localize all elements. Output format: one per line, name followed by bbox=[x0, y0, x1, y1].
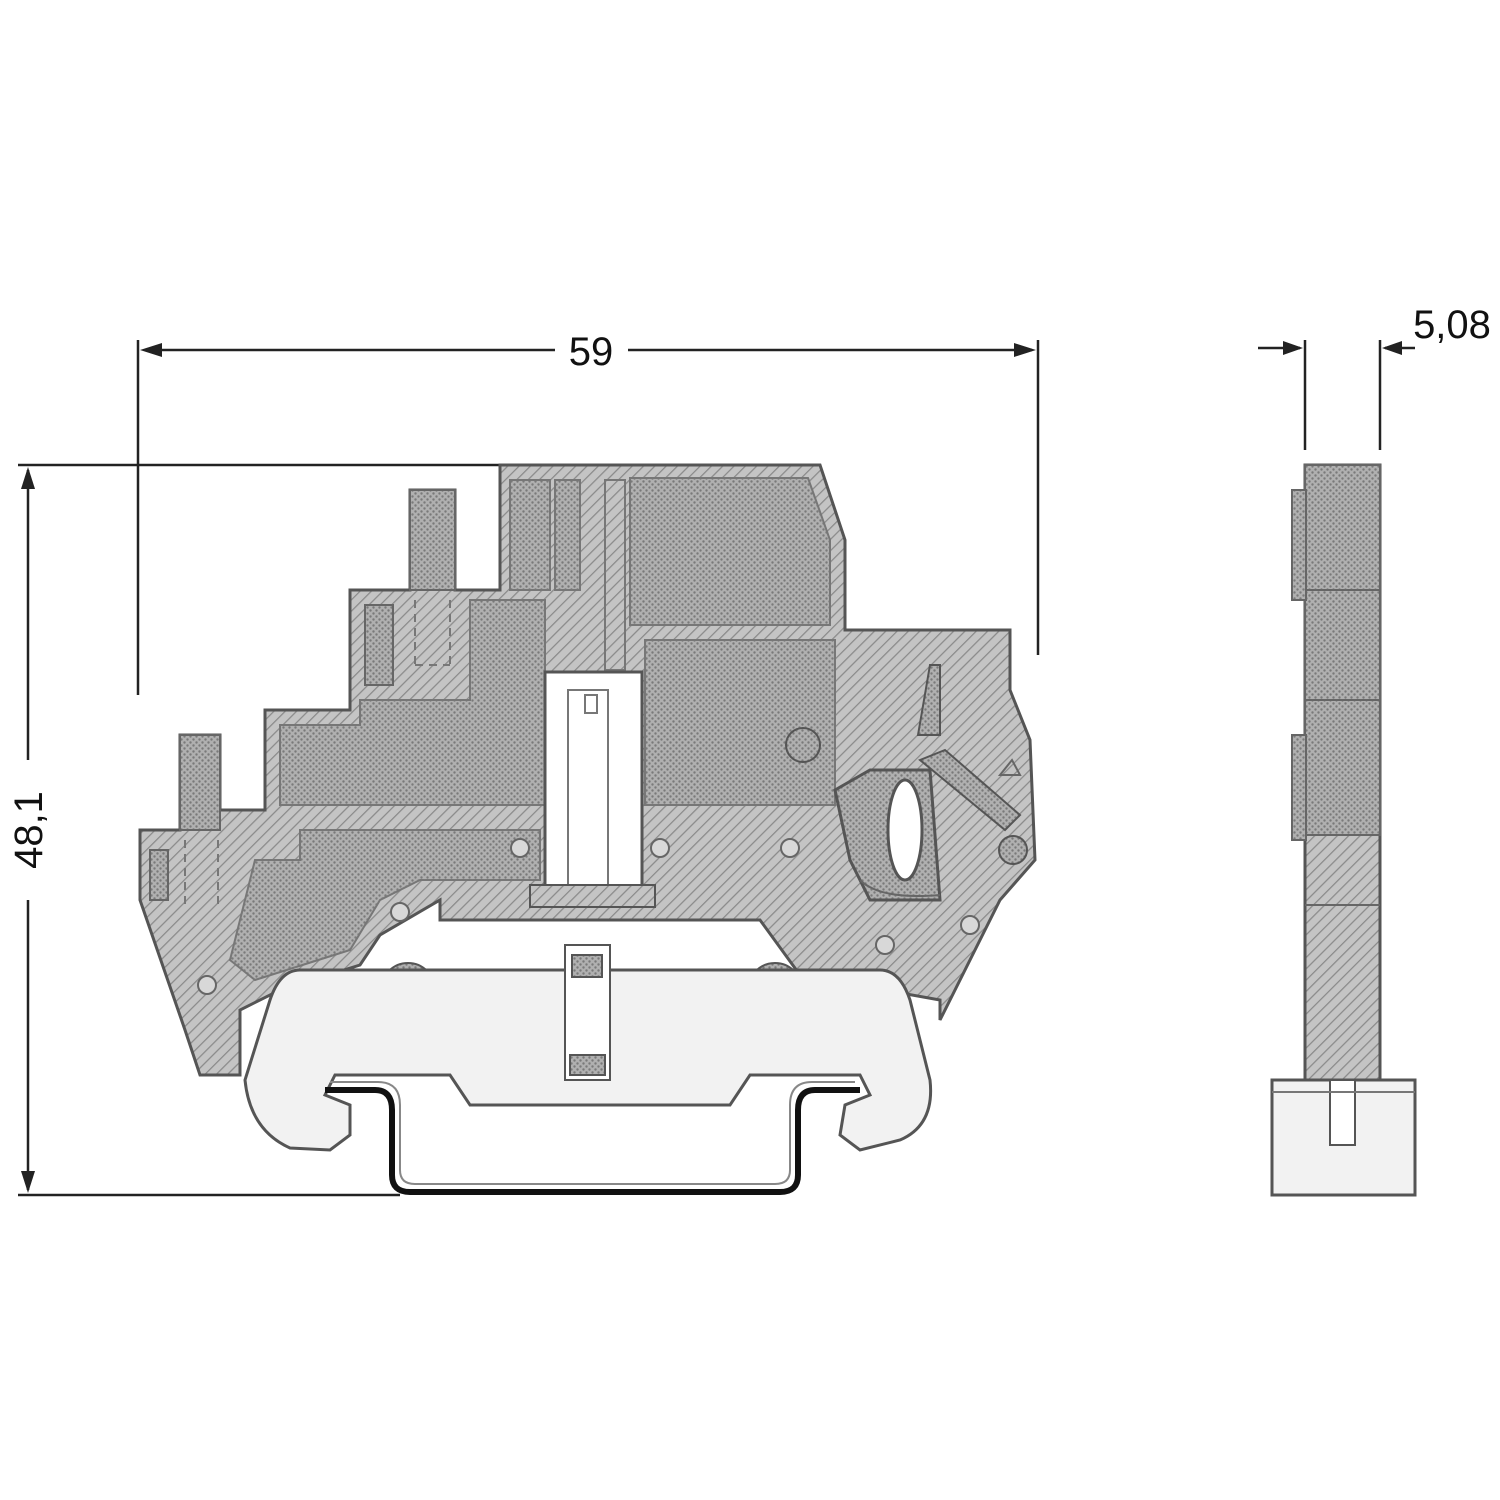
pivot-circle bbox=[785, 727, 821, 763]
foot-slot-latch bbox=[569, 1054, 606, 1076]
top-slot-right bbox=[554, 479, 581, 591]
test-plug-upper bbox=[409, 489, 456, 591]
side-plug-upper bbox=[1291, 489, 1307, 601]
side-top-section bbox=[1304, 464, 1381, 591]
width-dimension: 59 bbox=[136, 330, 1040, 695]
rivet-hole bbox=[510, 838, 530, 858]
top-slot-left bbox=[509, 479, 551, 591]
din-rail-inner bbox=[330, 1081, 855, 1185]
pitch-dimension: 5,08 bbox=[1258, 303, 1491, 450]
small-triangle-mark bbox=[997, 758, 1022, 776]
side-middle-section bbox=[1304, 699, 1381, 836]
rivet-hole bbox=[960, 915, 980, 935]
lever-slot bbox=[916, 664, 941, 736]
width-arrow-left bbox=[140, 343, 162, 357]
height-dimension: 48,1 bbox=[7, 463, 500, 1197]
center-partition bbox=[604, 479, 626, 671]
foot-slot-top bbox=[571, 954, 603, 978]
side-plug-lower bbox=[1291, 734, 1307, 841]
bridge-bar bbox=[529, 884, 656, 908]
center-channel-inner bbox=[567, 689, 609, 896]
lower-entry-slot bbox=[149, 849, 169, 901]
rivet-holes bbox=[197, 838, 980, 995]
width-arrow-right bbox=[1014, 343, 1036, 357]
rivet-hole bbox=[780, 838, 800, 858]
rivet-hole bbox=[875, 935, 895, 955]
upper-entry-slot bbox=[364, 604, 394, 686]
rivet-hole bbox=[650, 838, 670, 858]
left-upper-chamber bbox=[279, 599, 546, 806]
pitch-arrow-left bbox=[1283, 341, 1303, 355]
side-upper-section bbox=[1304, 589, 1381, 701]
spring-lever bbox=[918, 748, 1022, 832]
side-foot-slot bbox=[1329, 1079, 1356, 1146]
front-view bbox=[138, 463, 1037, 1195]
height-arrow-top bbox=[21, 467, 35, 489]
width-label: 59 bbox=[569, 330, 614, 374]
spring-wire bbox=[859, 879, 941, 897]
din-rail bbox=[325, 1087, 860, 1195]
upper-right-chamber bbox=[629, 477, 831, 626]
height-label: 48,1 bbox=[7, 791, 51, 869]
hidden-lines bbox=[184, 600, 451, 905]
height-arrow-bottom bbox=[21, 1171, 35, 1193]
side-view bbox=[1270, 463, 1417, 1197]
channel-notch bbox=[584, 694, 598, 714]
rivet-hole bbox=[390, 902, 410, 922]
left-lower-chamber bbox=[228, 829, 541, 982]
middle-right-chamber bbox=[644, 639, 836, 806]
release-circle bbox=[998, 835, 1028, 865]
test-plug-lower bbox=[179, 734, 221, 831]
spring-clamp bbox=[785, 664, 1028, 902]
pitch-label: 5,08 bbox=[1413, 303, 1491, 347]
pitch-arrow-right bbox=[1382, 341, 1402, 355]
spring-opening bbox=[886, 778, 924, 882]
rivet-hole bbox=[197, 975, 217, 995]
